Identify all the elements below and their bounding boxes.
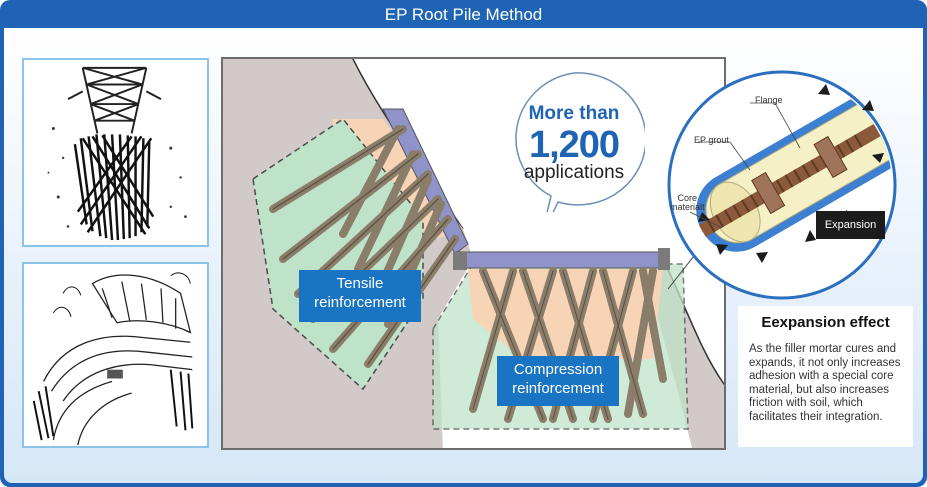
core-material-callout: Core materialt (670, 194, 705, 212)
expansion-tag: Expansion (816, 211, 885, 239)
deck-beam (455, 251, 669, 269)
pile-detail-magnifier (667, 70, 897, 300)
tower-illustration (22, 58, 209, 247)
flange-callout: Flange (755, 95, 783, 105)
road-slope-icon (32, 272, 194, 446)
transmission-tower-icon (47, 66, 187, 241)
bubble-number: 1,200 (528, 124, 620, 166)
compression-label: Compression reinforcement (497, 356, 619, 406)
ep-grout-callout: EP grout (694, 135, 729, 145)
tensile-label-line2: reinforcement (314, 294, 406, 311)
applications-bubble (515, 72, 645, 212)
tensile-label: Tensile reinforcement (299, 270, 421, 322)
core-callout-line1: Core (677, 193, 698, 203)
effect-description: As the filler mortar cures and expands, … (749, 343, 901, 423)
expansion-arrow-icon (698, 84, 884, 263)
compression-label-line2: reinforcement (512, 380, 604, 397)
effect-title: Eexpansion effect (761, 314, 890, 331)
compression-label-line1: Compression (513, 361, 603, 378)
cross-section-diagram (221, 57, 726, 450)
bubble-line1: More than (528, 103, 620, 124)
expansion-effect-box: Eexpansion effect As the filler mortar c… (738, 306, 913, 447)
core-callout-line2: materialt (670, 202, 705, 212)
tensile-label-line1: Tensile (336, 275, 384, 292)
page-title: EP Root Pile Method (384, 5, 543, 24)
road-slope-illustration (22, 262, 209, 448)
bubble-line3: applications (523, 162, 625, 183)
